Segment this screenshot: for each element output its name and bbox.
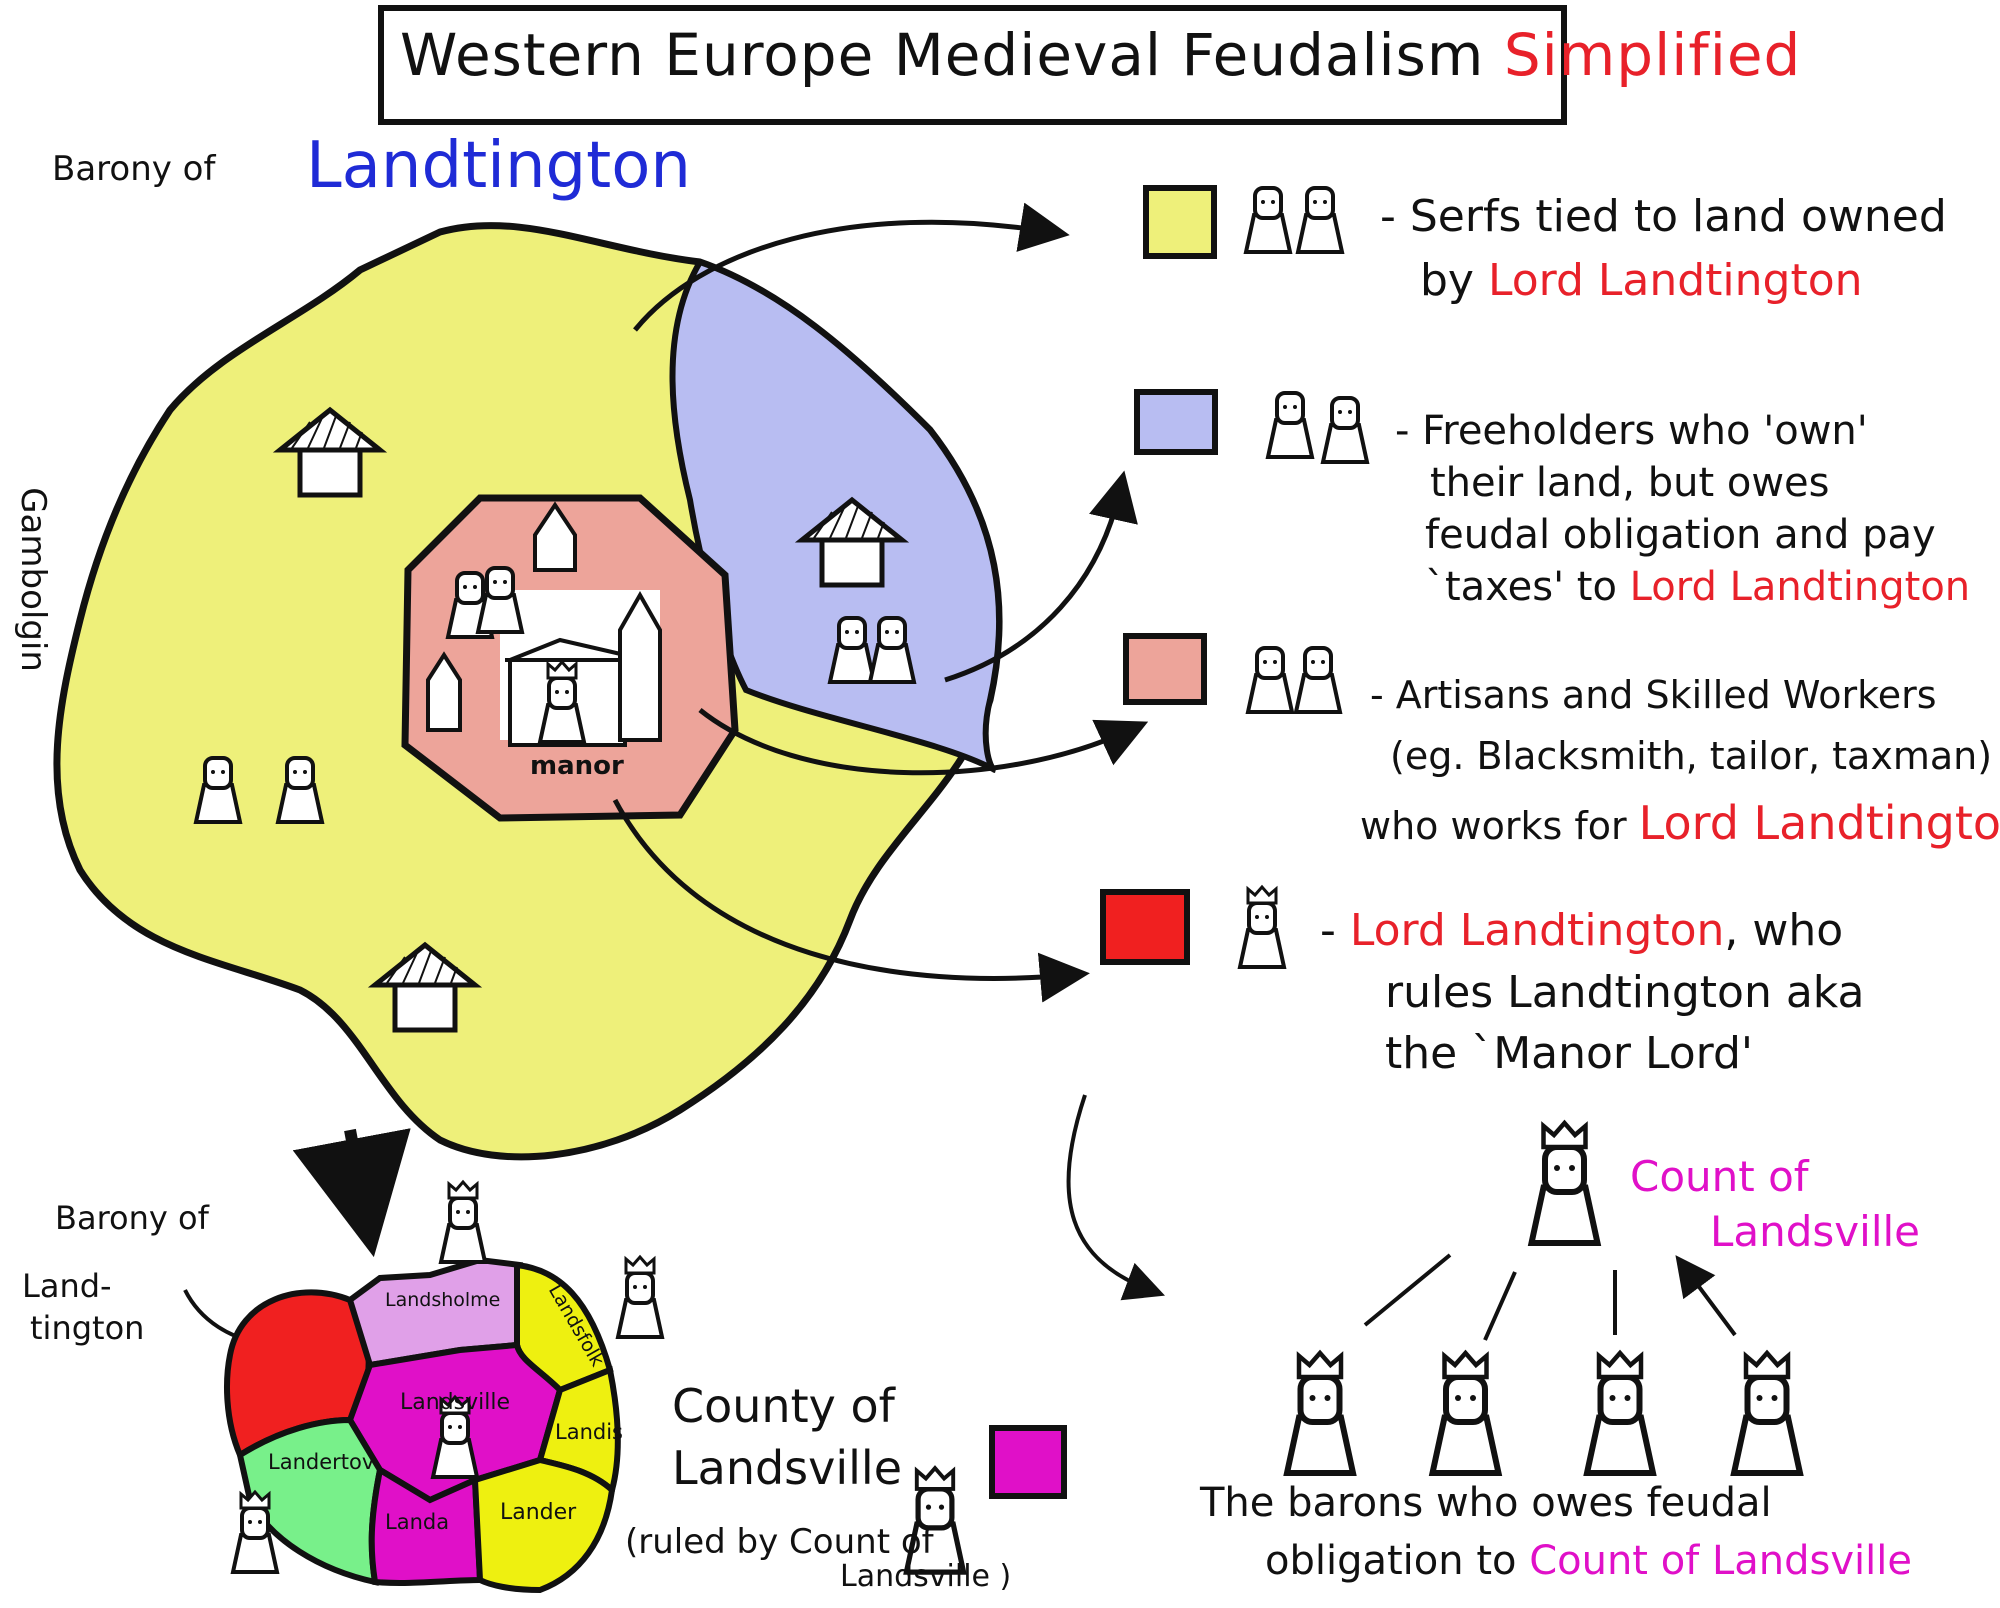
county-title-line: Landsville xyxy=(672,1441,902,1496)
region-lander xyxy=(471,1456,616,1594)
legend-swatch-lord xyxy=(1100,889,1190,965)
artisan-icon xyxy=(1246,646,1294,714)
legend-lord-name: Lord Landtington xyxy=(1487,254,1863,306)
legend-swatch-serfs xyxy=(1143,185,1217,259)
freeholder-icon xyxy=(1266,391,1314,459)
legend-text: (eg. Blacksmith, tailor, taxman) xyxy=(1390,733,1993,778)
legend-text: - Serfs tied to land owned xyxy=(1380,191,1947,242)
arrow-freeholders xyxy=(944,470,1138,683)
title-accent: Simplified xyxy=(1503,21,1802,89)
region-label-landsville: Landsville xyxy=(400,1390,510,1415)
chapel-icon xyxy=(533,501,577,572)
legend-line: feudal obligation and pay xyxy=(1395,509,1970,561)
baron-icon xyxy=(1734,1353,1800,1473)
barony-prefix: Barony of xyxy=(52,149,216,189)
legend-line: - Lord Landtington, who xyxy=(1320,900,1864,962)
legend-swatch-artisans xyxy=(1123,633,1207,705)
county-title-line: County of xyxy=(672,1379,895,1433)
arrow-down-to-county xyxy=(292,1128,411,1258)
legend-line: their land, but owes xyxy=(1395,457,1970,509)
county-legend-swatch xyxy=(989,1425,1067,1499)
county-ruled-by: (ruled by Count of Landsville ) xyxy=(625,1522,1012,1594)
county-map xyxy=(224,1256,621,1594)
legend-text: `taxes' to xyxy=(1425,564,1630,610)
baron-icon xyxy=(1587,1353,1653,1473)
small-house-icon xyxy=(426,651,462,732)
barony-name: Landtington xyxy=(306,129,691,203)
count-label-line: Landsville xyxy=(1710,1206,1920,1256)
barony-pointer-line: tington xyxy=(30,1309,145,1347)
title-box xyxy=(378,5,1567,125)
artisan-icon xyxy=(1294,646,1342,714)
arrow-serfs xyxy=(633,202,1070,332)
legend-line: - Artisans and Skilled Workers xyxy=(1370,665,2000,726)
caption-text: obligation to xyxy=(1265,1538,1530,1584)
lord-icon xyxy=(1240,887,1284,967)
page-title: Western Europe Medieval Feudalism Simpli… xyxy=(400,22,1801,89)
serf-icon xyxy=(1244,186,1292,254)
count-icon xyxy=(1532,1123,1598,1243)
region-label-landertov: Landertov xyxy=(268,1450,375,1474)
legend-text: - Freeholders who 'own' xyxy=(1395,408,1868,454)
legend-lord: - Lord Landtington, who rules Landtingto… xyxy=(1320,900,1864,1085)
caption-count-name: Count of Landsville xyxy=(1529,1538,1912,1584)
legend-artisans: - Artisans and Skilled Workers (eg. Blac… xyxy=(1360,665,2000,860)
legend-serfs: - Serfs tied to land owned by Lord Landt… xyxy=(1380,185,1947,313)
legend-text: who works for xyxy=(1360,803,1639,848)
legend-text: rules Landtington aka xyxy=(1385,966,1865,1018)
baron-icon xyxy=(1287,1353,1353,1473)
title-main: Western Europe Medieval Feudalism xyxy=(400,21,1485,89)
baron-icon xyxy=(1433,1353,1499,1473)
legend-line: by Lord Landtington xyxy=(1380,249,1947,313)
county-title: County of Landsville xyxy=(672,1375,902,1499)
legend-text: feudal obligation and pay xyxy=(1425,512,1936,558)
manor-tower-icon xyxy=(618,590,662,742)
barony-pointer-line: Land- xyxy=(22,1267,112,1305)
legend-line: who works for Lord Landtington xyxy=(1360,787,2000,861)
count-label-line: Count of xyxy=(1630,1152,1809,1201)
serf-icon xyxy=(1296,186,1344,254)
legend-text: , who xyxy=(1724,905,1844,956)
region-label-lander: Lander xyxy=(500,1500,577,1525)
count-label: Count of Landsville xyxy=(1630,1150,1920,1259)
ruled-by-line: (ruled by Count of xyxy=(625,1522,934,1562)
arrow-lord xyxy=(612,798,1090,1003)
legend-line: `taxes' to Lord Landtington xyxy=(1395,561,1970,613)
legend-line: - Freeholders who 'own' xyxy=(1395,405,1970,457)
ruled-by-line: Landsville ) xyxy=(840,1558,1012,1594)
side-label: Gambolgin xyxy=(12,487,53,672)
legend-line: - Serfs tied to land owned xyxy=(1380,185,1947,249)
hierarchy-caption-line2: obligation to Count of Landsville xyxy=(1265,1538,1912,1584)
arrow-to-hierarchy xyxy=(1066,1094,1165,1301)
hierarchy-arrows xyxy=(1363,1255,1737,1341)
baron-icon xyxy=(618,1257,662,1337)
legend-text: by xyxy=(1420,254,1488,306)
legend-freeholders: - Freeholders who 'own' their land, but … xyxy=(1395,405,1970,613)
region-label-landa: Landa xyxy=(385,1510,450,1534)
manor-label: manor xyxy=(530,751,624,781)
barony-pointer-line: Barony of xyxy=(55,1199,209,1237)
legend-text: - xyxy=(1320,905,1350,956)
legend-text: - Artisans and Skilled Workers xyxy=(1370,673,1937,717)
region-label-landis: Landis xyxy=(555,1420,623,1444)
legend-lord-name: Lord Landtington xyxy=(1638,795,2000,850)
region-label-landsholme: Landsholme xyxy=(385,1289,501,1311)
arrow-artisans xyxy=(698,708,1149,776)
legend-line: (eg. Blacksmith, tailor, taxman) xyxy=(1370,726,2000,787)
legend-swatch-freeholders xyxy=(1134,389,1218,455)
legend-lord-name: Lord Landtington xyxy=(1349,905,1725,956)
region-landa xyxy=(368,1465,484,1586)
legend-text: the `Manor Lord' xyxy=(1385,1028,1754,1080)
freeholder-icon xyxy=(1321,396,1369,464)
legend-line: the `Manor Lord' xyxy=(1320,1023,1864,1085)
legend-lord-name: Lord Landtington xyxy=(1629,564,1971,610)
hierarchy-caption-line1: The barons who owes feudal xyxy=(1200,1480,1772,1526)
legend-text: their land, but owes xyxy=(1430,460,1830,506)
legend-line: rules Landtington aka xyxy=(1320,962,1864,1024)
baron-icon xyxy=(441,1182,485,1262)
